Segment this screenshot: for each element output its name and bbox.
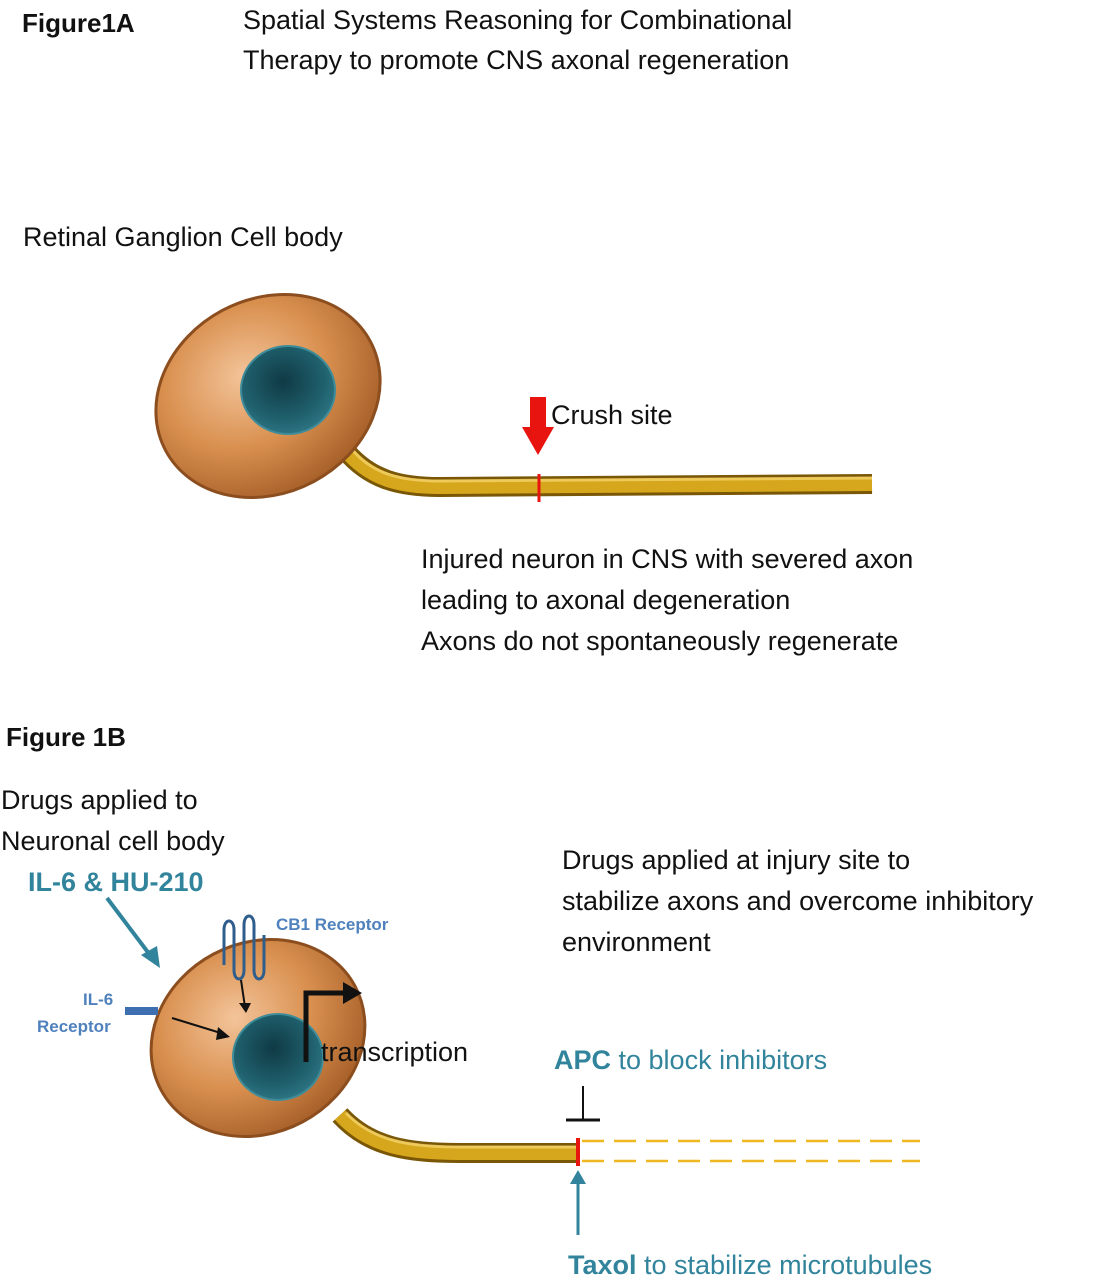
drugs-body-line2: Neuronal cell body	[1, 826, 225, 856]
caption-1a-line3: Axons do not spontaneously regenerate	[421, 626, 899, 656]
figure-title-line2: Therapy to promote CNS axonal regenerati…	[243, 45, 790, 75]
figure-1b-neuron	[105, 896, 920, 1235]
cb1-receptor-label: CB1 Receptor	[276, 915, 389, 934]
drug-arrow-icon	[105, 896, 160, 968]
taxol-label: Taxol to stabilize microtubules	[568, 1245, 932, 1286]
il6-receptor-icon	[125, 1007, 158, 1015]
nucleus-a	[240, 345, 336, 435]
figure-title-line1: Spatial Systems Reasoning for Combinatio…	[243, 5, 793, 35]
caption-1a-line1: Injured neuron in CNS with severed axon	[421, 544, 914, 574]
il6-receptor-label-line2: Receptor	[37, 1017, 111, 1036]
injury-drugs-line3: environment	[562, 927, 711, 957]
il6-receptor-label-line1: IL-6	[83, 990, 114, 1009]
nucleus-b	[232, 1013, 324, 1101]
figure-1a-neuron	[154, 293, 873, 502]
injury-drugs-line2: stabilize axons and overcome inhibitory	[562, 886, 1034, 916]
apc-label: APC to block inhibitors	[554, 1040, 827, 1081]
signal-arrow-il6	[171, 1017, 230, 1040]
transcription-label: transcription	[321, 1037, 469, 1067]
taxol-arrow-icon	[570, 1170, 586, 1235]
crush-site-label: Crush site	[551, 400, 673, 430]
apc-block-icon	[566, 1086, 600, 1122]
transcription-arrow-icon	[303, 982, 362, 1062]
drugs-body-line1: Drugs applied to	[1, 785, 198, 815]
injury-drugs-line1: Drugs applied at injury site to	[562, 845, 911, 875]
axon-a-highlight	[339, 445, 873, 495]
taxol-drug-name: Taxol	[568, 1250, 637, 1280]
cb1-receptor-icon	[222, 914, 266, 981]
figure-1b-label: Figure 1B	[6, 722, 126, 752]
apc-description: to block inhibitors	[611, 1045, 828, 1075]
caption-1a-line2: leading to axonal degeneration	[421, 585, 791, 615]
apc-drug-name: APC	[554, 1045, 612, 1075]
drug-names-label: IL-6 & HU-210	[28, 867, 204, 897]
cell-body-label: Retinal Ganglion Cell body	[23, 222, 343, 252]
taxol-description: to stabilize microtubules	[636, 1250, 933, 1280]
crush-arrow-icon	[522, 397, 554, 455]
figure-1a-label: Figure1A	[22, 8, 135, 38]
signal-arrow-cb1	[239, 979, 251, 1013]
